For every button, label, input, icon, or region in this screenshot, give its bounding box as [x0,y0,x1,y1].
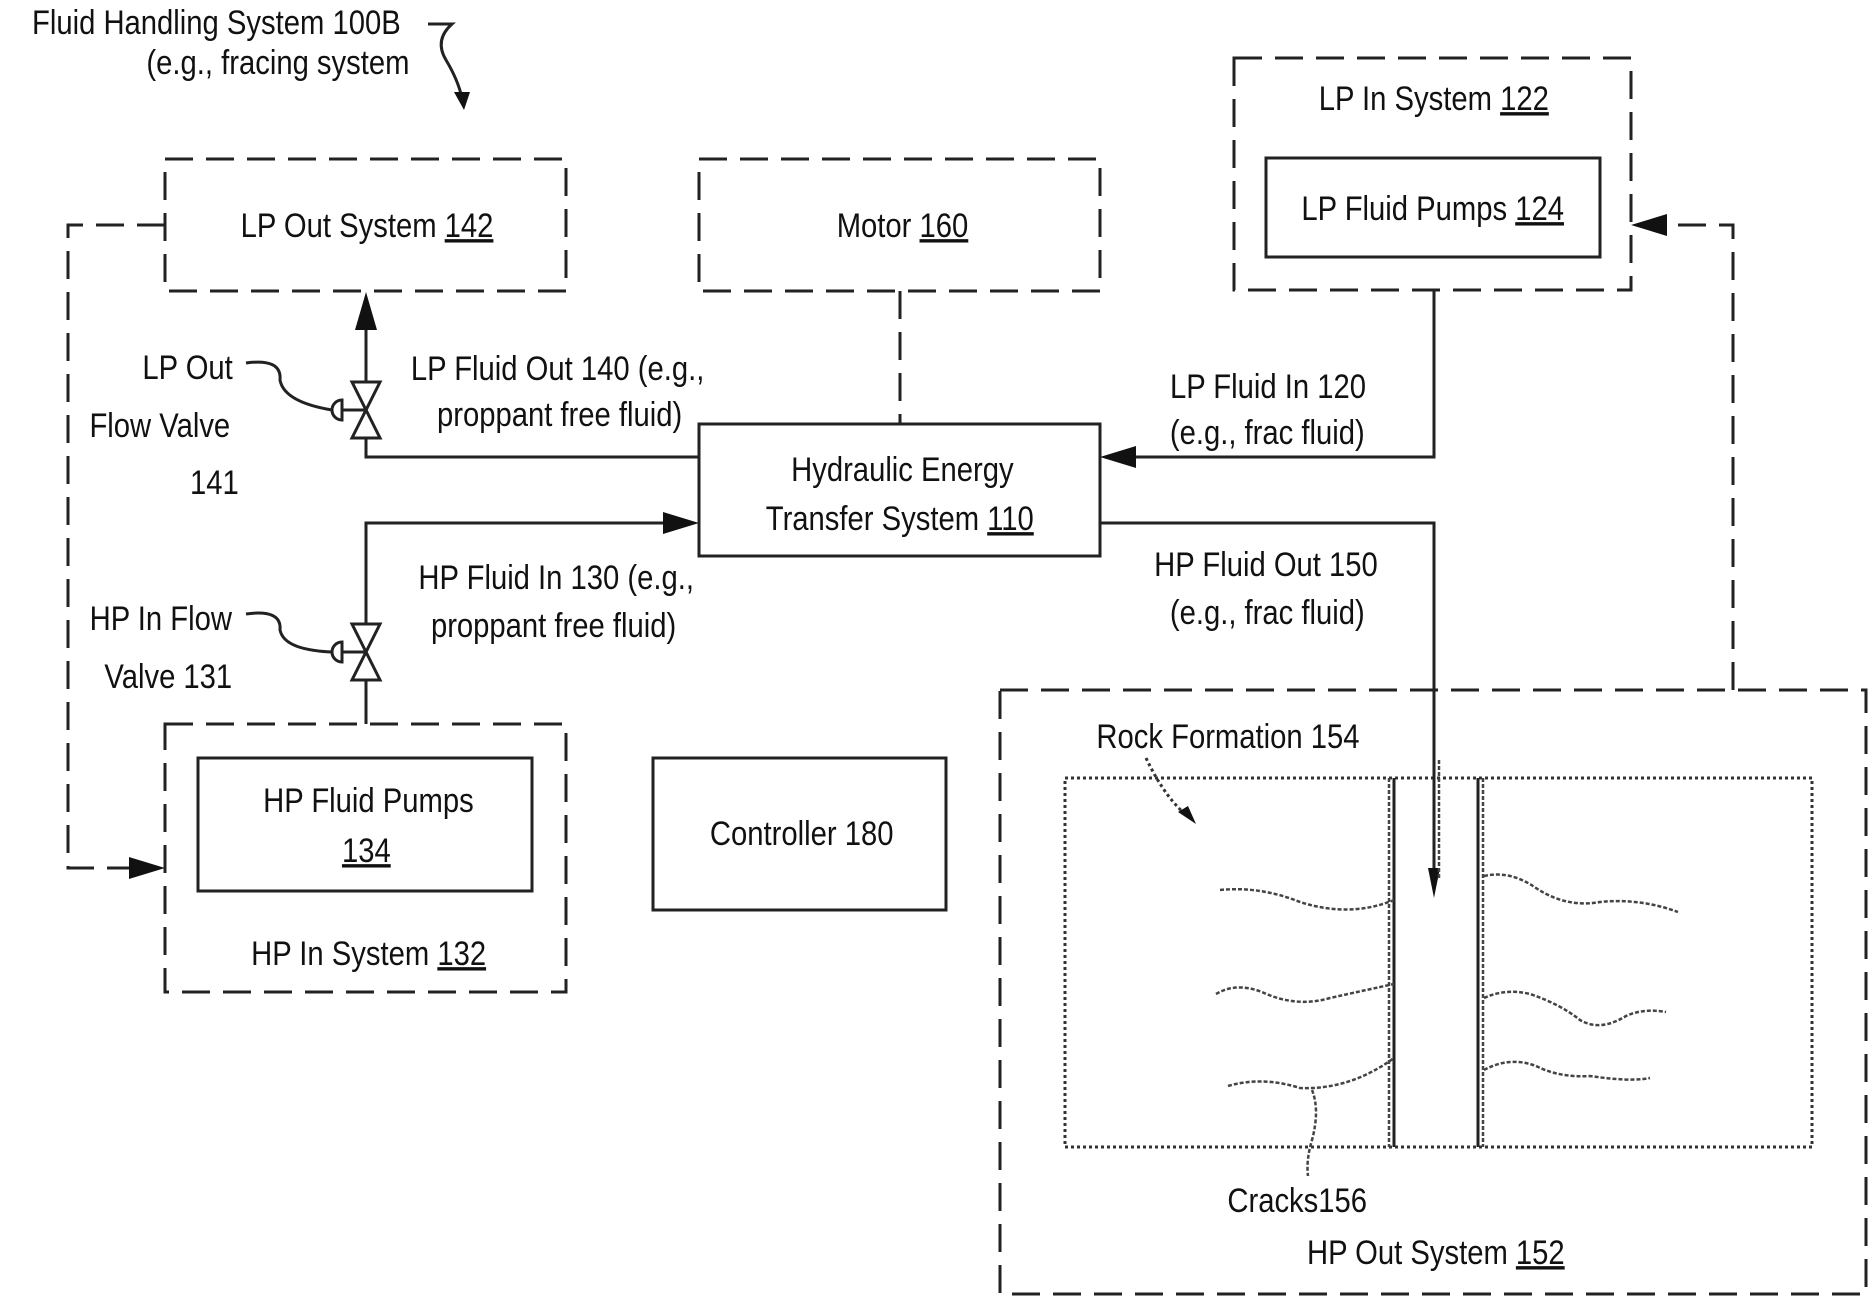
hp-out-system-label: HP Out System 152 [1307,1233,1565,1272]
hp-in-valve-leader [245,611,333,654]
lp-out-valve-leader [245,360,333,412]
controller-box [651,756,948,912]
hp-in-valve-line1: HP In Flow [90,599,232,638]
hets-label-line1: Hydraulic Energy [791,450,1014,489]
lp-out-valve-line3: 141 [190,463,239,502]
crack-left-1 [1219,887,1395,911]
left-return-arrow [129,857,165,879]
crack-left-2 [1215,982,1395,1004]
crack-right-1 [1483,873,1679,914]
lp-out-valve-line1: LP Out [142,348,233,387]
hp-fluid-pumps-number: 134 [342,831,391,870]
hp-in-flow-valve-symbol [330,622,383,682]
hets-box [697,422,1102,558]
hp-fluid-out-pipe [1100,521,1436,690]
crack-right-3 [1483,1060,1651,1081]
motor-label: Motor 160 [837,206,969,245]
lp-out-flow-valve-symbol [330,380,383,440]
right-return-dashed-line [1664,223,1735,690]
hp-fluid-out-line1: HP Fluid Out 150 [1154,545,1378,584]
title-curved-arrow [428,22,464,99]
hp-fluid-in-line2: proppant free fluid) [431,606,676,645]
lp-fluid-pumps-box [1264,156,1602,259]
hp-in-system-label: HP In System 132 [251,934,486,973]
cracks-label: Cracks156 [1227,1181,1367,1220]
hp-fluid-in-line1: HP Fluid In 130 (e.g., [418,558,694,597]
hets-label-line2: Transfer System 110 [766,499,1034,538]
lp-fluid-in-arrow [1100,446,1136,468]
diagram-title-line2: (e.g., fracing system [146,43,409,82]
lp-fluid-in-line2: (e.g., frac fluid) [1170,413,1365,452]
cracks-leader [1306,1089,1318,1177]
title-arrow-head [454,92,470,110]
hp-in-system-box [163,722,568,994]
lp-fluid-out-line2: proppant free fluid) [437,395,682,434]
motor-box [697,157,1102,293]
wellbore-flow-arrow [1428,868,1440,898]
crack-left-3 [1227,1056,1395,1090]
rock-formation-leader [1144,757,1191,820]
lp-out-system-label: LP Out System 142 [241,206,494,245]
hp-fluid-out-line2: (e.g., frac fluid) [1170,593,1365,632]
rock-formation-arrow [1178,806,1196,824]
lp-fluid-pumps-label: LP Fluid Pumps 124 [1301,189,1564,228]
lp-in-system-box [1232,56,1633,292]
left-return-dashed-line [66,223,165,870]
rock-formation-label: Rock Formation 154 [1096,717,1359,756]
hp-fluid-in-arrow [663,512,699,534]
right-return-arrow [1631,214,1667,236]
crack-right-2 [1483,990,1667,1027]
lp-out-valve-line2: Flow Valve [89,406,230,445]
hp-fluid-pumps-box [196,756,534,893]
hp-in-valve-line2: Valve 131 [104,657,232,696]
controller-label: Controller 180 [710,814,894,853]
diagram-title-line1: Fluid Handling System 100B [32,3,401,42]
lp-fluid-in-pipe [1130,291,1436,459]
lp-fluid-out-arrow [355,292,377,330]
lp-fluid-out-line1: LP Fluid Out 140 (e.g., [411,349,704,388]
lp-in-system-label: LP In System 122 [1319,79,1549,118]
lp-fluid-out-pipe [364,330,699,459]
lp-fluid-in-line1: LP Fluid In 120 [1170,367,1366,406]
hp-fluid-pumps-line1: HP Fluid Pumps [263,781,474,820]
